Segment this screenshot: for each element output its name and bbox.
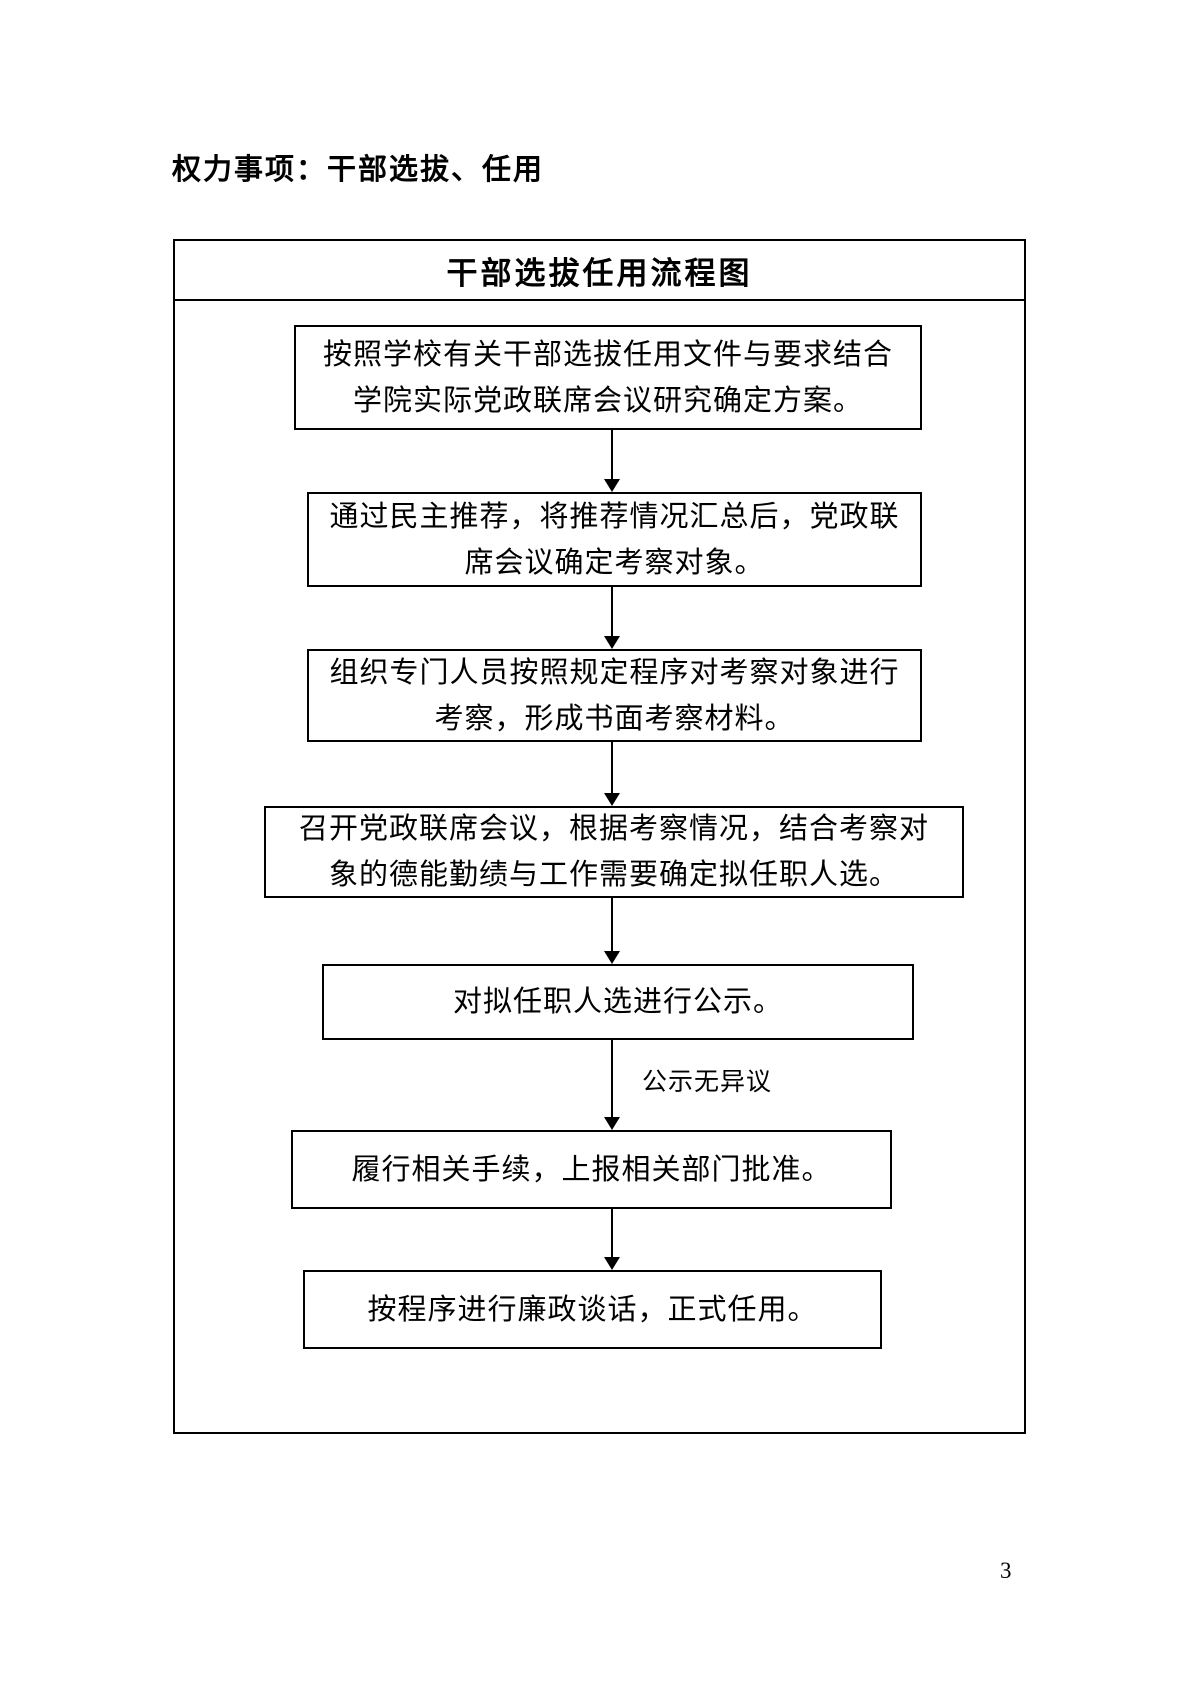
arrow-down-icon-3: [604, 742, 620, 806]
flow-step-1-text: 按照学校有关干部选拔任用文件与要求结合 学院实际党政联席会议研究确定方案。: [322, 338, 893, 417]
arrow-down-icon-5: [604, 1040, 620, 1130]
arrow-label: 公示无异议: [642, 1069, 773, 1096]
flowchart-title: 干部选拔任用流程图: [446, 255, 753, 291]
arrow-down-icon-6: [604, 1209, 620, 1270]
arrow-down-icon-4: [604, 898, 620, 964]
flow-step-1: 按照学校有关干部选拔任用文件与要求结合 学院实际党政联席会议研究确定方案。: [294, 325, 922, 430]
flowchart-title-band: 干部选拔任用流程图: [175, 241, 1024, 301]
flow-step-4-text: 召开党政联席会议，根据考察情况，结合考察对 象的德能勤绩与工作需要确定拟任职人选…: [298, 813, 929, 891]
flow-step-3-text: 组织专门人员按照规定程序对考察对象进行 考察，形成书面考察材料。: [329, 656, 900, 735]
flow-step-6-text: 履行相关手续，上报相关部门批准。: [351, 1153, 832, 1186]
flow-step-7: 按程序进行廉政谈话，正式任用。: [303, 1270, 882, 1349]
flow-step-5-text: 对拟任职人选进行公示。: [452, 986, 783, 1018]
flow-step-2-text: 通过民主推荐，将推荐情况汇总后，党政联 席会议确定考察对象。: [329, 500, 900, 579]
arrow-down-icon-1: [604, 430, 620, 492]
flow-step-4: 召开党政联席会议，根据考察情况，结合考察对 象的德能勤绩与工作需要确定拟任职人选…: [264, 806, 964, 898]
arrow-down-icon-2: [604, 587, 620, 649]
page-number: 3: [1000, 1558, 1012, 1583]
flow-step-3: 组织专门人员按照规定程序对考察对象进行 考察，形成书面考察材料。: [307, 649, 922, 742]
flow-step-5: 对拟任职人选进行公示。: [322, 964, 914, 1040]
flow-step-2: 通过民主推荐，将推荐情况汇总后，党政联 席会议确定考察对象。: [307, 492, 922, 587]
flow-step-7-text: 按程序进行廉政谈话，正式任用。: [367, 1293, 818, 1326]
flowchart-container: 干部选拔任用流程图 按照学校有关干部选拔任用文件与要求结合 学院实际党政联席会议…: [173, 239, 1026, 1434]
flow-step-6: 履行相关手续，上报相关部门批准。: [291, 1130, 892, 1209]
document-heading: 权力事项：干部选拔、任用: [172, 154, 545, 186]
